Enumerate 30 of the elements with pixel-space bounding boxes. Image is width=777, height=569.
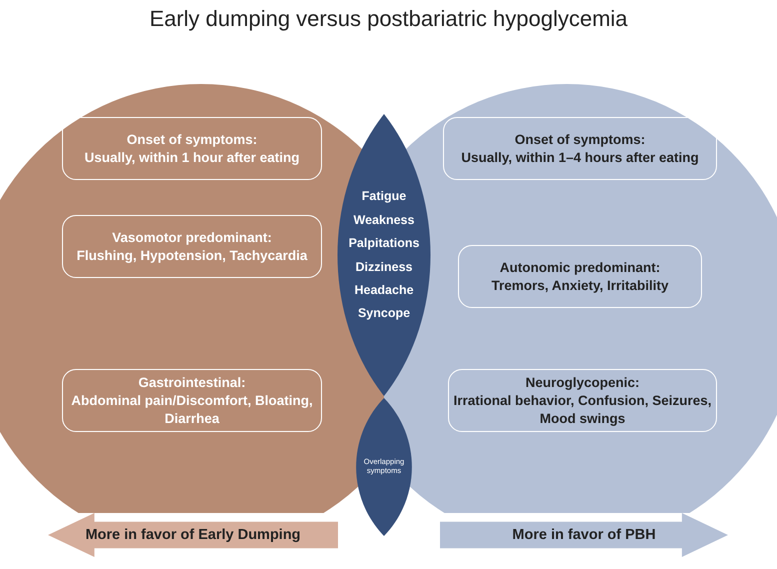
diagram-title: Early dumping versus postbariatric hypoglycemia xyxy=(148,6,629,32)
box-text: Usually, within 1 hour after eating xyxy=(84,148,300,166)
box-heading: Gastrointestinal: xyxy=(138,374,246,392)
lens-shape xyxy=(354,398,414,536)
symptom-box xyxy=(458,245,702,308)
symptom-box xyxy=(443,117,717,180)
symptom-label: Headache xyxy=(354,282,414,298)
box-text: Abdominal pain/Discomfort, Bloating, Diarrhea xyxy=(70,392,314,428)
arrow-label: More in favor of PBH xyxy=(512,527,656,543)
box-text: Flushing, Hypotension, Tachycardia xyxy=(76,246,308,264)
box-heading: Autonomic predominant: xyxy=(500,258,660,276)
symptom-label: Syncope xyxy=(358,306,410,321)
box-text: Usually, within 1–4 hours after eating xyxy=(461,148,699,166)
box-heading: Neuroglycopenic: xyxy=(525,374,640,392)
symptom-label: Dizziness xyxy=(356,260,412,274)
symptom-label: Weakness xyxy=(354,212,414,228)
symptom-box xyxy=(62,117,322,180)
symptom-box xyxy=(62,215,322,278)
block-arrow xyxy=(440,513,728,557)
box-heading: Vasomotor predominant: xyxy=(112,228,272,246)
symptom-label: Fatigue xyxy=(362,189,406,204)
arrow-label: More in favor of Early Dumping xyxy=(85,527,301,543)
symptom-box xyxy=(62,369,322,432)
box-text: Irrational behavior, Confusion, Seizures, Mood swings xyxy=(452,392,713,428)
box-heading: Onset of symptoms: xyxy=(126,130,258,148)
box-text: Tremors, Anxiety, Irritability xyxy=(491,276,669,294)
block-arrow xyxy=(48,513,338,557)
symptom-label: Palpitations xyxy=(348,236,420,250)
symptom-box xyxy=(448,369,717,432)
box-heading: Onset of symptoms: xyxy=(514,130,646,148)
